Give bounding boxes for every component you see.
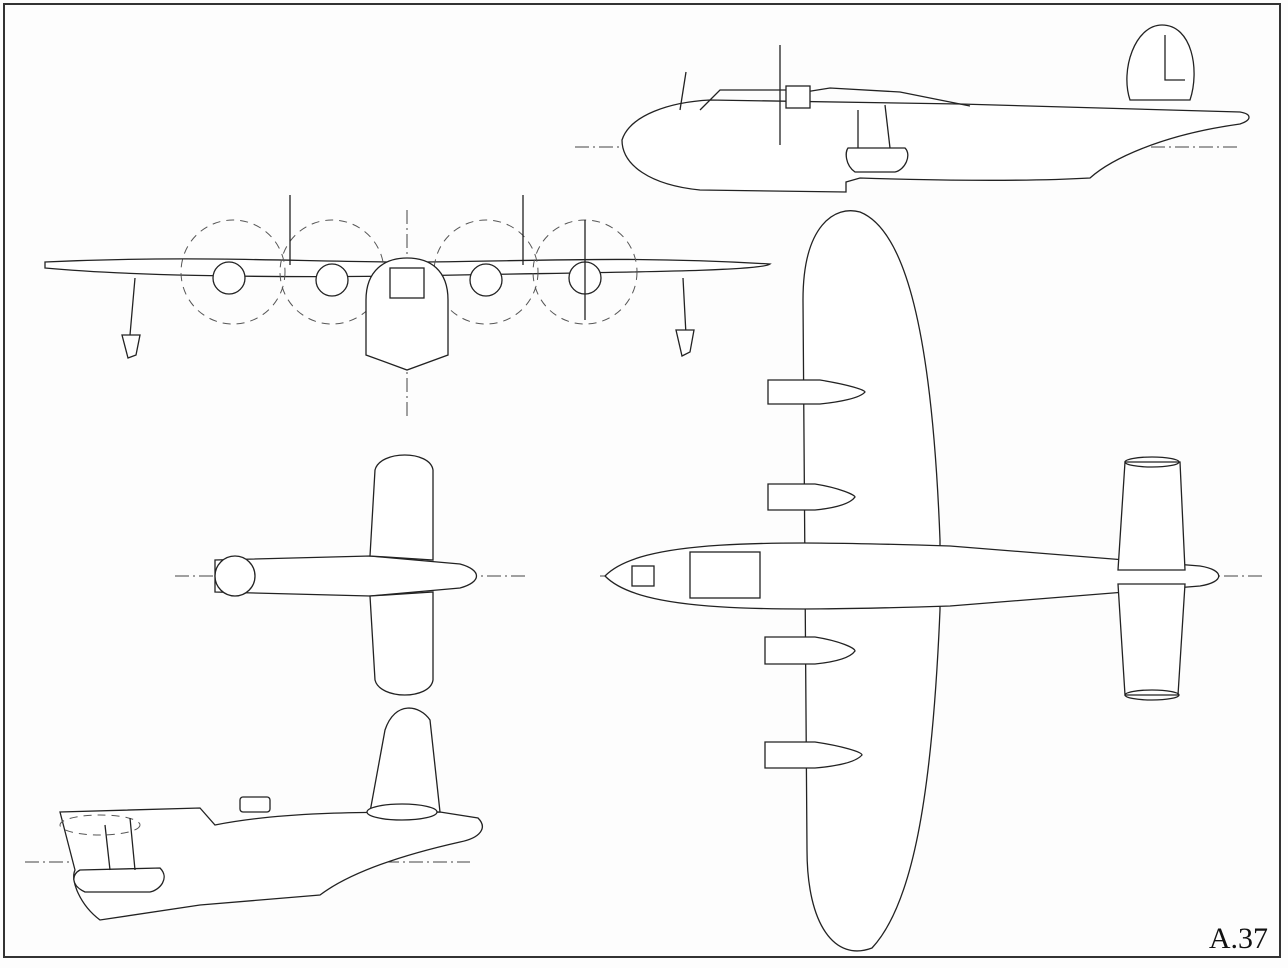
front-view [44,195,772,420]
drawing-border [3,3,1281,958]
plan-view [600,210,1265,952]
side-view [575,24,1250,193]
rear-side-view [25,707,483,921]
figure-label: A.37 [1208,922,1268,955]
tail-plan-view [175,454,525,696]
engine-nacelles [764,379,866,769]
